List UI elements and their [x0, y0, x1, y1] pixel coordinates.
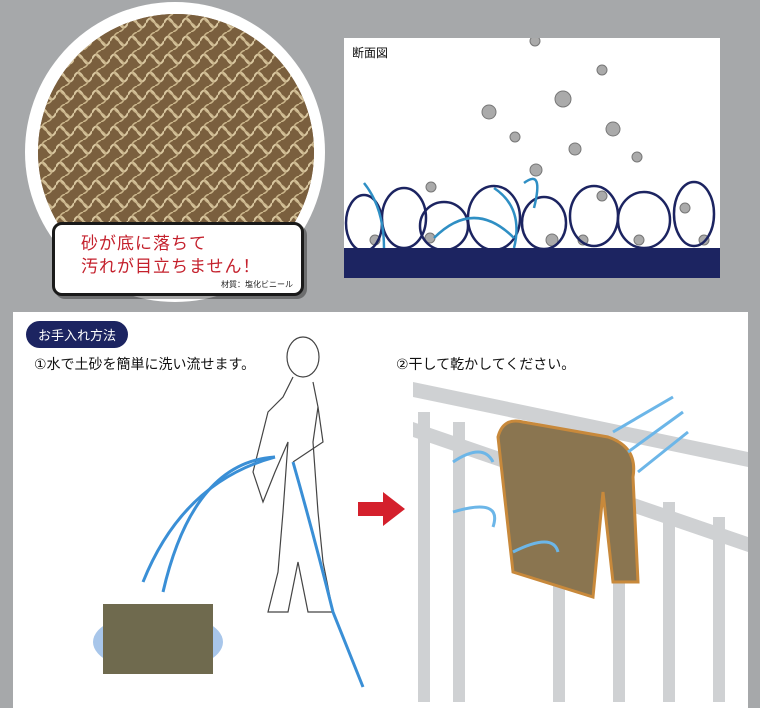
mat-on-ground	[103, 604, 213, 674]
cross-section-illustration	[344, 38, 720, 278]
callout-headline: 砂が底に落ちて 汚れが目立ちません！	[81, 233, 261, 279]
headline-line-2: 汚れが目立ちません！	[81, 257, 261, 277]
cross-section-label: 断面図	[352, 46, 389, 60]
arrow-right-icon	[358, 492, 405, 526]
water-hose	[141, 455, 365, 688]
headline-line-1: 砂が底に落ちて	[81, 234, 207, 254]
step-2-text: ②干して乾かしてください。	[396, 357, 576, 373]
wind-icon	[452, 395, 689, 554]
feature-callout: 砂が底に落ちて 汚れが目立ちません！ 材質：塩化ビニール	[52, 222, 304, 296]
step-1-text: ①水で土砂を簡単に洗い流せます。	[34, 357, 256, 373]
care-badge: お手入れ方法	[26, 321, 129, 348]
person-washing-illustration	[252, 336, 334, 613]
cross-section-diagram: 断面図	[344, 38, 720, 278]
material-note: 材質：塩化ビニール	[221, 280, 293, 289]
mat-hanging	[496, 419, 640, 599]
care-illustrations	[93, 336, 748, 702]
